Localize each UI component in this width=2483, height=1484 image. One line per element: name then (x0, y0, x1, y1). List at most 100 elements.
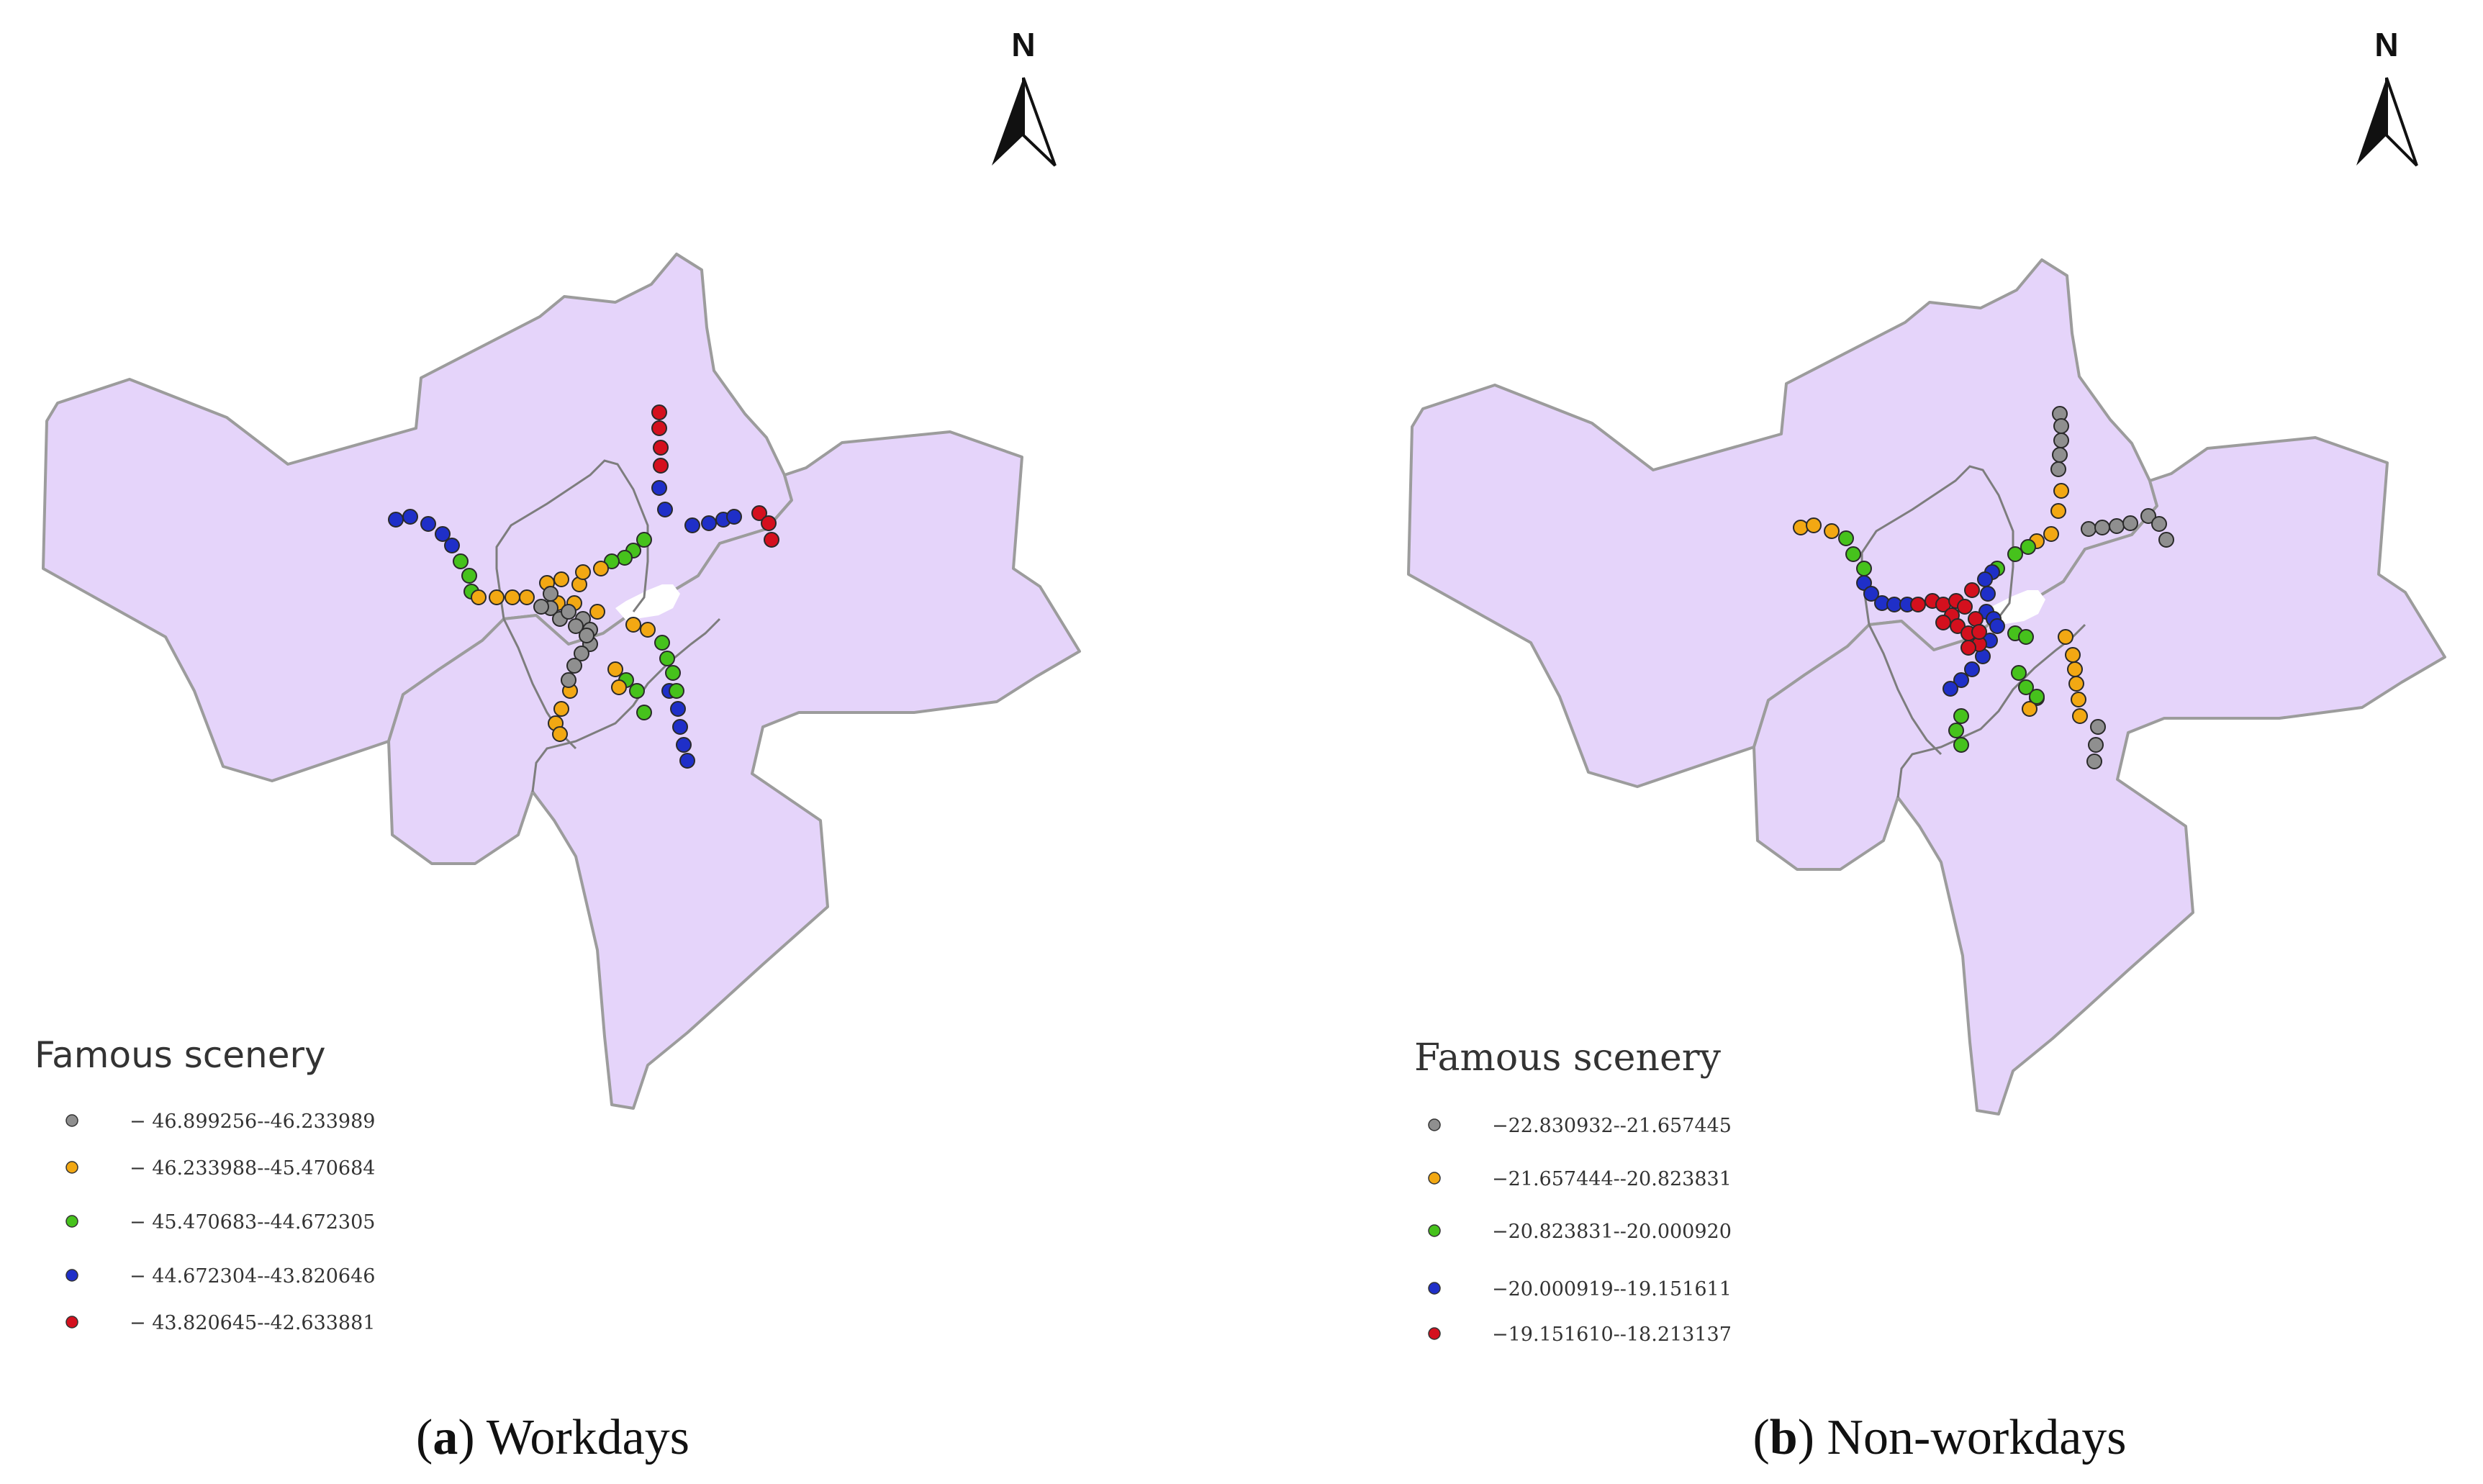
scenery-point (435, 526, 451, 542)
scenery-point (1793, 520, 1809, 535)
scenery-point (1989, 618, 2005, 634)
inner-boundaries (1860, 465, 2086, 798)
scenery-point (669, 683, 684, 699)
scenery-point (2065, 647, 2081, 663)
scenery-points (388, 404, 779, 769)
legend-item: −22.830932--21.657445 (1428, 1115, 1732, 1137)
scenery-point (2011, 665, 2027, 681)
scenery-point (1971, 624, 1987, 640)
legend: Famous scenery − 46.899256--46.233989 − … (35, 1034, 375, 1334)
scenery-point (1980, 586, 1996, 602)
scenery-point (1957, 599, 1973, 615)
scenery-point (629, 683, 645, 699)
district-south (387, 430, 1081, 1110)
scenery-point (2018, 629, 2034, 645)
scenery-point (461, 568, 477, 584)
legend-item: −21.657444--20.823831 (1428, 1168, 1732, 1190)
north-arrow: N (2356, 26, 2418, 167)
scenery-point (575, 564, 591, 580)
boundary-south-east (531, 617, 721, 792)
scenery-point (1950, 618, 1966, 634)
scenery-point (561, 604, 576, 620)
legend-title: Famous scenery (1414, 1036, 1722, 1080)
scenery-point (2086, 754, 2102, 769)
scenery-point (420, 516, 436, 532)
legend-swatch (65, 1161, 78, 1174)
district-map (1407, 258, 2446, 1116)
scenery-point (2081, 521, 2097, 537)
panel-caption: (b) Non-workdays (1752, 1410, 2126, 1465)
legend-swatch (1428, 1118, 1441, 1131)
scenery-point (561, 672, 576, 688)
scenery-point (2018, 679, 2034, 695)
scenery-point (2053, 483, 2069, 499)
scenery-point (2109, 518, 2125, 534)
legend-item: −20.000919--19.151611 (1428, 1278, 1732, 1300)
legend-swatch (65, 1215, 78, 1228)
scenery-point (2020, 539, 2036, 555)
scenery-point (1953, 708, 1969, 724)
scenery-point (726, 509, 742, 525)
scenery-point (670, 701, 686, 717)
scenery-point (701, 515, 717, 531)
scenery-point (1856, 561, 1872, 576)
scenery-point (543, 586, 558, 602)
scenery-point (2088, 737, 2104, 753)
scenery-point (2052, 447, 2068, 463)
scenery-point (653, 440, 669, 456)
district-map-offset (1407, 258, 2446, 1116)
scenery-point (593, 561, 609, 576)
legend-item: − 46.899256--46.233989 (65, 1110, 375, 1133)
legend-swatch (65, 1316, 78, 1329)
scenery-point (1960, 640, 1976, 656)
north-arrow-label: N (2374, 26, 2398, 63)
scenery-point (2067, 661, 2083, 677)
boundary-south-west (1868, 624, 1942, 756)
scenery-point (2151, 516, 2167, 532)
scenery-point (589, 604, 605, 620)
river-gap (615, 584, 680, 620)
caption-letter: b (1770, 1410, 1798, 1465)
scenery-points (1793, 406, 2174, 769)
scenery-point (611, 679, 627, 695)
caption-text: Workdays (487, 1410, 689, 1465)
legend-swatch (65, 1114, 78, 1127)
scenery-point (761, 515, 777, 531)
scenery-point (2043, 526, 2059, 542)
north-arrow-left-half (992, 78, 1023, 166)
scenery-point (1806, 517, 1822, 533)
legend-item: − 44.672304--43.820646 (65, 1265, 375, 1288)
legend-label: −20.000919--19.151611 (1492, 1278, 1732, 1300)
scenery-point (676, 737, 692, 753)
legend-swatch (1428, 1224, 1441, 1237)
legend-item: − 45.470683--44.672305 (65, 1211, 375, 1234)
north-arrow-left-half (2356, 78, 2387, 166)
scenery-point (2068, 676, 2084, 692)
scenery-point (625, 617, 641, 633)
scenery-point (2090, 719, 2106, 735)
caption-letter: a (433, 1410, 458, 1465)
legend-item: −19.151610--18.213137 (1428, 1324, 1732, 1346)
scenery-point (1935, 615, 1951, 630)
scenery-point (471, 589, 487, 605)
panel-caption: (a) Workdays (416, 1410, 689, 1465)
scenery-point (553, 571, 569, 587)
legend-item: − 43.820645--42.633881 (65, 1312, 375, 1334)
legend-label: −19.151610--18.213137 (1492, 1324, 1732, 1346)
scenery-point (636, 532, 652, 548)
legend-item: −20.823831--20.000920 (1428, 1221, 1732, 1243)
scenery-point (2007, 546, 2023, 562)
scenery-point (2022, 701, 2037, 717)
scenery-point (505, 589, 520, 605)
scenery-point (651, 420, 667, 436)
legend-label: − 46.233988--45.470684 (130, 1157, 375, 1180)
scenery-point (444, 538, 460, 553)
scenery-point (1910, 597, 1926, 612)
scenery-point (533, 599, 549, 615)
legend-label: − 43.820645--42.633881 (130, 1312, 375, 1334)
scenery-point (2058, 629, 2073, 645)
legend-item: − 46.233988--45.470684 (65, 1157, 375, 1180)
north-arrow: N (992, 26, 1057, 167)
